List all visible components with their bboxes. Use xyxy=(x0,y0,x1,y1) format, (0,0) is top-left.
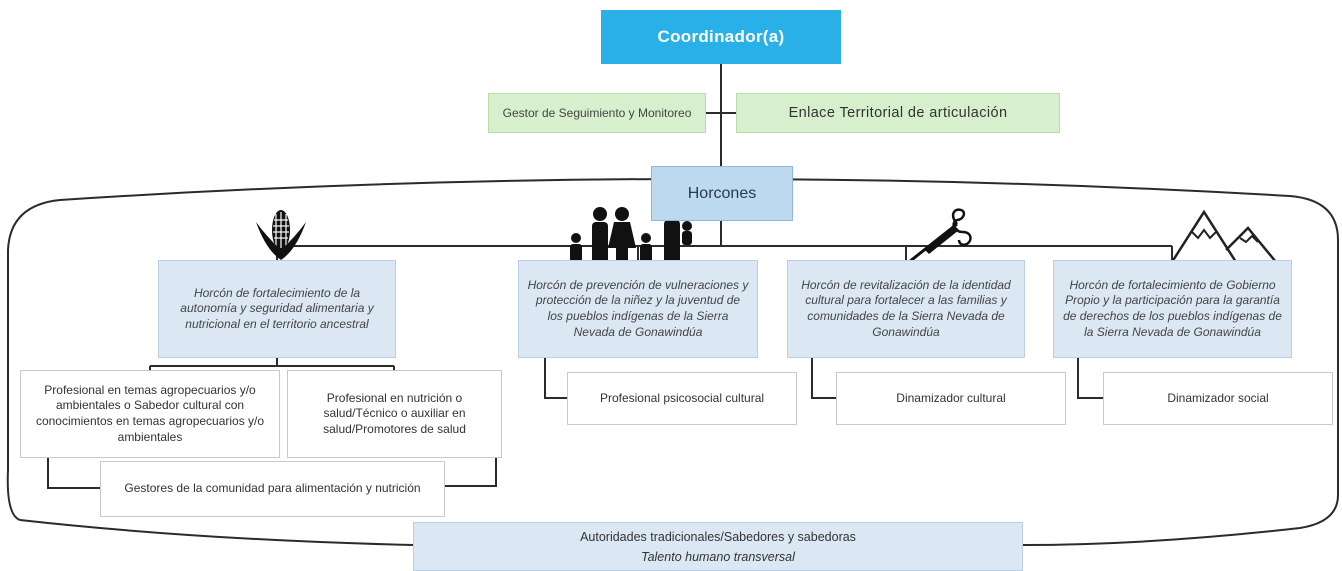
mountains-icon xyxy=(1170,209,1277,263)
needle-thread-icon xyxy=(908,208,972,264)
corn-icon xyxy=(256,210,306,260)
horcon-self-government-box: Horcón de fortalecimiento de Gobierno Pr… xyxy=(1053,260,1292,358)
horcones-hub-box: Horcones xyxy=(651,166,793,221)
monitoring-manager-box: Gestor de Seguimiento y Monitoreo xyxy=(488,93,706,133)
role-nutrition-professional-box: Profesional en nutrición o salud/Técnico… xyxy=(287,370,502,458)
role-cultural-dynamizer-box: Dinamizador cultural xyxy=(836,372,1066,425)
horcon-child-protection-box: Horcón de prevención de vulneraciones y … xyxy=(518,260,758,358)
role-psychosocial-box: Profesional psicosocial cultural xyxy=(567,372,797,425)
territorial-liaison-box: Enlace Territorial de articulación xyxy=(736,93,1060,133)
transversal-talent-text: Talento humano transversal xyxy=(641,549,795,564)
oval-frame xyxy=(6,177,1339,546)
role-social-dynamizer-box: Dinamizador social xyxy=(1103,372,1333,425)
horcon-cultural-identity-box: Horcón de revitalización de la identidad… xyxy=(787,260,1025,358)
role-community-managers-box: Gestores de la comunidad para alimentaci… xyxy=(100,461,445,517)
horcon-food-security-box: Horcón de fortalecimiento de la autonomí… xyxy=(158,260,396,358)
role-agro-professional-box: Profesional en temas agropecuarios y/o a… xyxy=(20,370,280,458)
transversal-box: Autoridades tradicionales/Sabedores y sa… xyxy=(413,522,1023,571)
oval-frame-left-bottom xyxy=(19,519,414,546)
transversal-authorities-text: Autoridades tradicionales/Sabedores y sa… xyxy=(580,529,856,544)
coordinator-box: Coordinador(a) xyxy=(601,10,841,64)
